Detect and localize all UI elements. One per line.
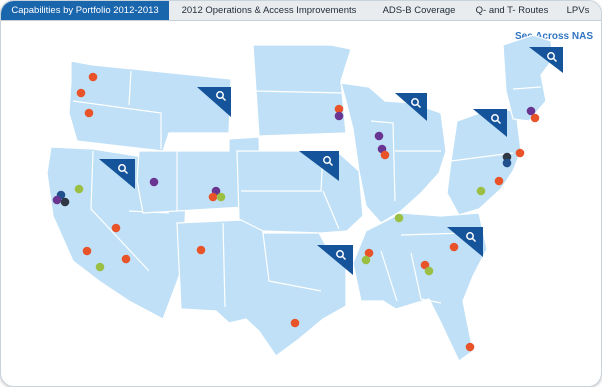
state-borders-north-central: [254, 90, 344, 94]
state-borders-new-england: [512, 86, 542, 90]
airport-marker[interactable]: [149, 177, 159, 187]
region-north-central[interactable]: [252, 44, 352, 137]
region-new-england[interactable]: [502, 34, 554, 122]
airport-marker[interactable]: [84, 108, 94, 118]
zoom-northwest-button[interactable]: [197, 87, 231, 117]
region-eastern[interactable]: [446, 108, 522, 216]
region-central-south[interactable]: [176, 218, 347, 357]
zoom-southwest-button[interactable]: [99, 159, 135, 189]
airport-marker[interactable]: [95, 262, 105, 272]
tab-bar: Capabilities by Portfolio 2012-2013 2012…: [1, 1, 601, 21]
airport-marker[interactable]: [424, 266, 434, 276]
region-central[interactable]: [236, 150, 364, 234]
airport-marker[interactable]: [52, 195, 62, 205]
magnifier-icon: [547, 52, 558, 63]
magnifier-icon: [323, 156, 334, 167]
magnifier-icon: [336, 250, 347, 261]
airport-marker[interactable]: [121, 254, 131, 264]
airport-marker[interactable]: [361, 255, 371, 265]
airport-marker[interactable]: [290, 318, 300, 328]
tab-operations-access-improvements[interactable]: 2012 Operations & Access Improvements: [181, 5, 357, 16]
region-northwest[interactable]: [68, 60, 232, 152]
state-borders-northwest: [72, 100, 162, 149]
state-borders-central-2: [322, 190, 340, 230]
see-across-nas-link[interactable]: See Across NAS: [515, 31, 593, 42]
airport-marker[interactable]: [364, 248, 374, 258]
state-borders-eastern: [450, 152, 514, 162]
magnifier-icon: [216, 91, 227, 102]
state-borders-southern-3: [410, 252, 442, 304]
tab-adsb-coverage[interactable]: ADS-B Coverage: [382, 5, 456, 16]
airport-marker[interactable]: [380, 150, 390, 160]
tab-q-t-routes[interactable]: Q- and T- Routes: [475, 5, 549, 16]
airport-marker[interactable]: [449, 242, 459, 252]
state-borders-great-lakes: [370, 120, 396, 202]
airport-marker[interactable]: [334, 111, 344, 121]
magnifier-icon: [491, 114, 502, 125]
airport-marker[interactable]: [74, 184, 84, 194]
airport-marker[interactable]: [494, 176, 504, 186]
airport-marker[interactable]: [111, 223, 121, 233]
state-borders-central-south-2: [262, 232, 322, 292]
us-regions-map: [46, 34, 563, 362]
airport-marker[interactable]: [502, 152, 512, 162]
airport-marker[interactable]: [76, 88, 86, 98]
airport-marker[interactable]: [88, 72, 98, 82]
magnifier-icon: [411, 98, 422, 109]
zoom-central-button[interactable]: [299, 151, 339, 181]
zoom-eastern-button[interactable]: [473, 109, 507, 137]
airport-marker[interactable]: [502, 158, 512, 168]
airport-marker[interactable]: [476, 186, 486, 196]
airport-marker[interactable]: [374, 131, 384, 141]
magnifier-icon: [118, 164, 129, 175]
airport-marker[interactable]: [465, 342, 475, 352]
airport-marker[interactable]: [394, 213, 404, 223]
state-borders-southwest: [90, 150, 150, 272]
zoom-central-south-button[interactable]: [317, 245, 353, 275]
airport-marker[interactable]: [60, 197, 70, 207]
airport-marker[interactable]: [526, 106, 536, 116]
airport-marker[interactable]: [334, 104, 344, 114]
state-borders-southern: [380, 250, 398, 302]
airport-markers: [52, 72, 540, 352]
state-borders-central-south: [222, 222, 226, 308]
state-borders-northwest-2: [128, 70, 132, 106]
airport-marker[interactable]: [515, 148, 525, 158]
zoom-new-england-button[interactable]: [529, 47, 563, 73]
airport-marker[interactable]: [216, 192, 226, 202]
zoom-north-central-button[interactable]: [395, 93, 427, 121]
magnifier-icon: [466, 232, 477, 243]
airport-marker[interactable]: [196, 245, 206, 255]
zoom-southern-button[interactable]: [447, 227, 483, 257]
airport-marker[interactable]: [82, 246, 92, 256]
airport-marker[interactable]: [530, 113, 540, 123]
airport-marker[interactable]: [208, 192, 218, 202]
tab-capabilities-by-portfolio[interactable]: Capabilities by Portfolio 2012-2013: [1, 1, 169, 20]
tab-lpvs[interactable]: LPVs: [566, 5, 590, 16]
